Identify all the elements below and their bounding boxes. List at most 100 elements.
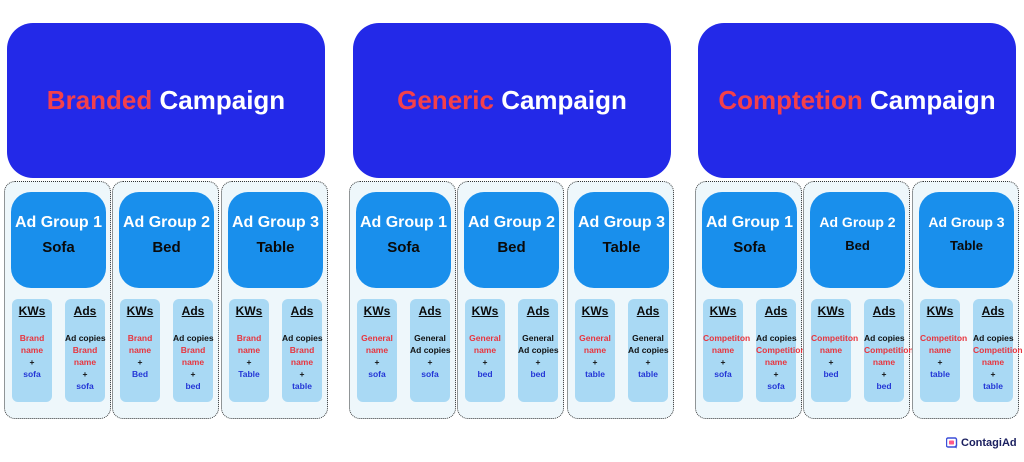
- ad-copy-line: Brand: [289, 345, 315, 355]
- ad-group-product: Bed: [152, 239, 181, 256]
- keywords-heading: KWs: [471, 304, 499, 318]
- ads-heading: Ads: [764, 304, 788, 318]
- ad-copy-line: Competition: [864, 345, 914, 355]
- ad-copy-line: +: [990, 369, 996, 379]
- ad-copy-line: Ad copies: [410, 345, 451, 355]
- ad-copy-line: General: [414, 333, 446, 343]
- ad-copy-line: +: [190, 369, 196, 379]
- keyword-line: Competiton: [811, 333, 859, 343]
- campaign-label: Campaign: [501, 85, 627, 115]
- keyword-line: name: [365, 345, 389, 355]
- keyword-line: bed: [477, 369, 493, 379]
- ad-group-product: Table: [602, 239, 641, 256]
- ad-group-title: Ad Group 1: [705, 214, 794, 231]
- keyword-line: table: [930, 369, 950, 379]
- ads-heading: Ads: [290, 304, 314, 318]
- keyword-line: +: [937, 357, 943, 367]
- ad-group-title: Ad Group 1: [359, 214, 448, 231]
- ad-copy-line: Competition: [756, 345, 806, 355]
- keywords-heading: KWs: [363, 304, 391, 318]
- keywords-heading: KWs: [235, 304, 263, 318]
- keyword-line: +: [720, 357, 726, 367]
- brand-logo: ContagiAd: [946, 436, 1017, 450]
- ads-heading: Ads: [872, 304, 896, 318]
- ads-heading: Ads: [73, 304, 97, 318]
- keyword-line: name: [473, 345, 497, 355]
- ad-group-title: Ad Group 2: [819, 214, 896, 230]
- ad-copy-line: table: [292, 381, 312, 391]
- ad-group-title: Ad Group 3: [231, 214, 320, 231]
- ad-group-product: Sofa: [733, 239, 766, 256]
- keyword-line: Competiton: [703, 333, 751, 343]
- competition-campaign-header: Comptetion Campaign: [698, 23, 1016, 178]
- ad-copy-line: +: [299, 369, 305, 379]
- ad-copy-line: name: [872, 357, 896, 367]
- ad-group-title: Ad Group 1: [14, 214, 103, 231]
- ad-copy-line: table: [638, 369, 658, 379]
- ads-heading: Ads: [418, 304, 442, 318]
- ad-copy-line: sofa: [767, 381, 785, 391]
- ad-copy-line: +: [82, 369, 88, 379]
- keyword-line: +: [592, 357, 598, 367]
- ad-group-product: Table: [950, 238, 983, 253]
- ad-copy-line: bed: [530, 369, 546, 379]
- keyword-line: bed: [823, 369, 839, 379]
- branded-campaign-header: Branded Campaign: [7, 23, 325, 178]
- ad-copy-line: Ad copies: [65, 333, 106, 343]
- ad-copy-line: sofa: [421, 369, 439, 379]
- ad-copy-line: Ad copies: [864, 333, 905, 343]
- ad-copy-line: name: [181, 357, 205, 367]
- keyword-line: +: [374, 357, 380, 367]
- ad-copy-line: +: [881, 369, 887, 379]
- keyword-line: name: [928, 345, 952, 355]
- keyword-line: Bed: [131, 369, 149, 379]
- ad-group-product: Sofa: [42, 239, 75, 256]
- ad-copy-line: bed: [185, 381, 201, 391]
- ad-group-product: Sofa: [387, 239, 420, 256]
- keyword-line: General: [361, 333, 393, 343]
- ad-copy-line: General: [632, 333, 664, 343]
- keyword-line: name: [711, 345, 735, 355]
- brand-name: ContagiAd: [961, 437, 1017, 449]
- ad-copy-line: Competition: [973, 345, 1023, 355]
- keyword-line: table: [585, 369, 605, 379]
- keyword-line: +: [482, 357, 488, 367]
- keyword-line: Brand: [19, 333, 45, 343]
- ads-heading: Ads: [526, 304, 550, 318]
- ad-group-product: Bed: [497, 239, 526, 256]
- keyword-line: Brand: [127, 333, 153, 343]
- keyword-line: name: [128, 345, 152, 355]
- ad-copy-line: name: [290, 357, 314, 367]
- ad-copy-line: table: [983, 381, 1003, 391]
